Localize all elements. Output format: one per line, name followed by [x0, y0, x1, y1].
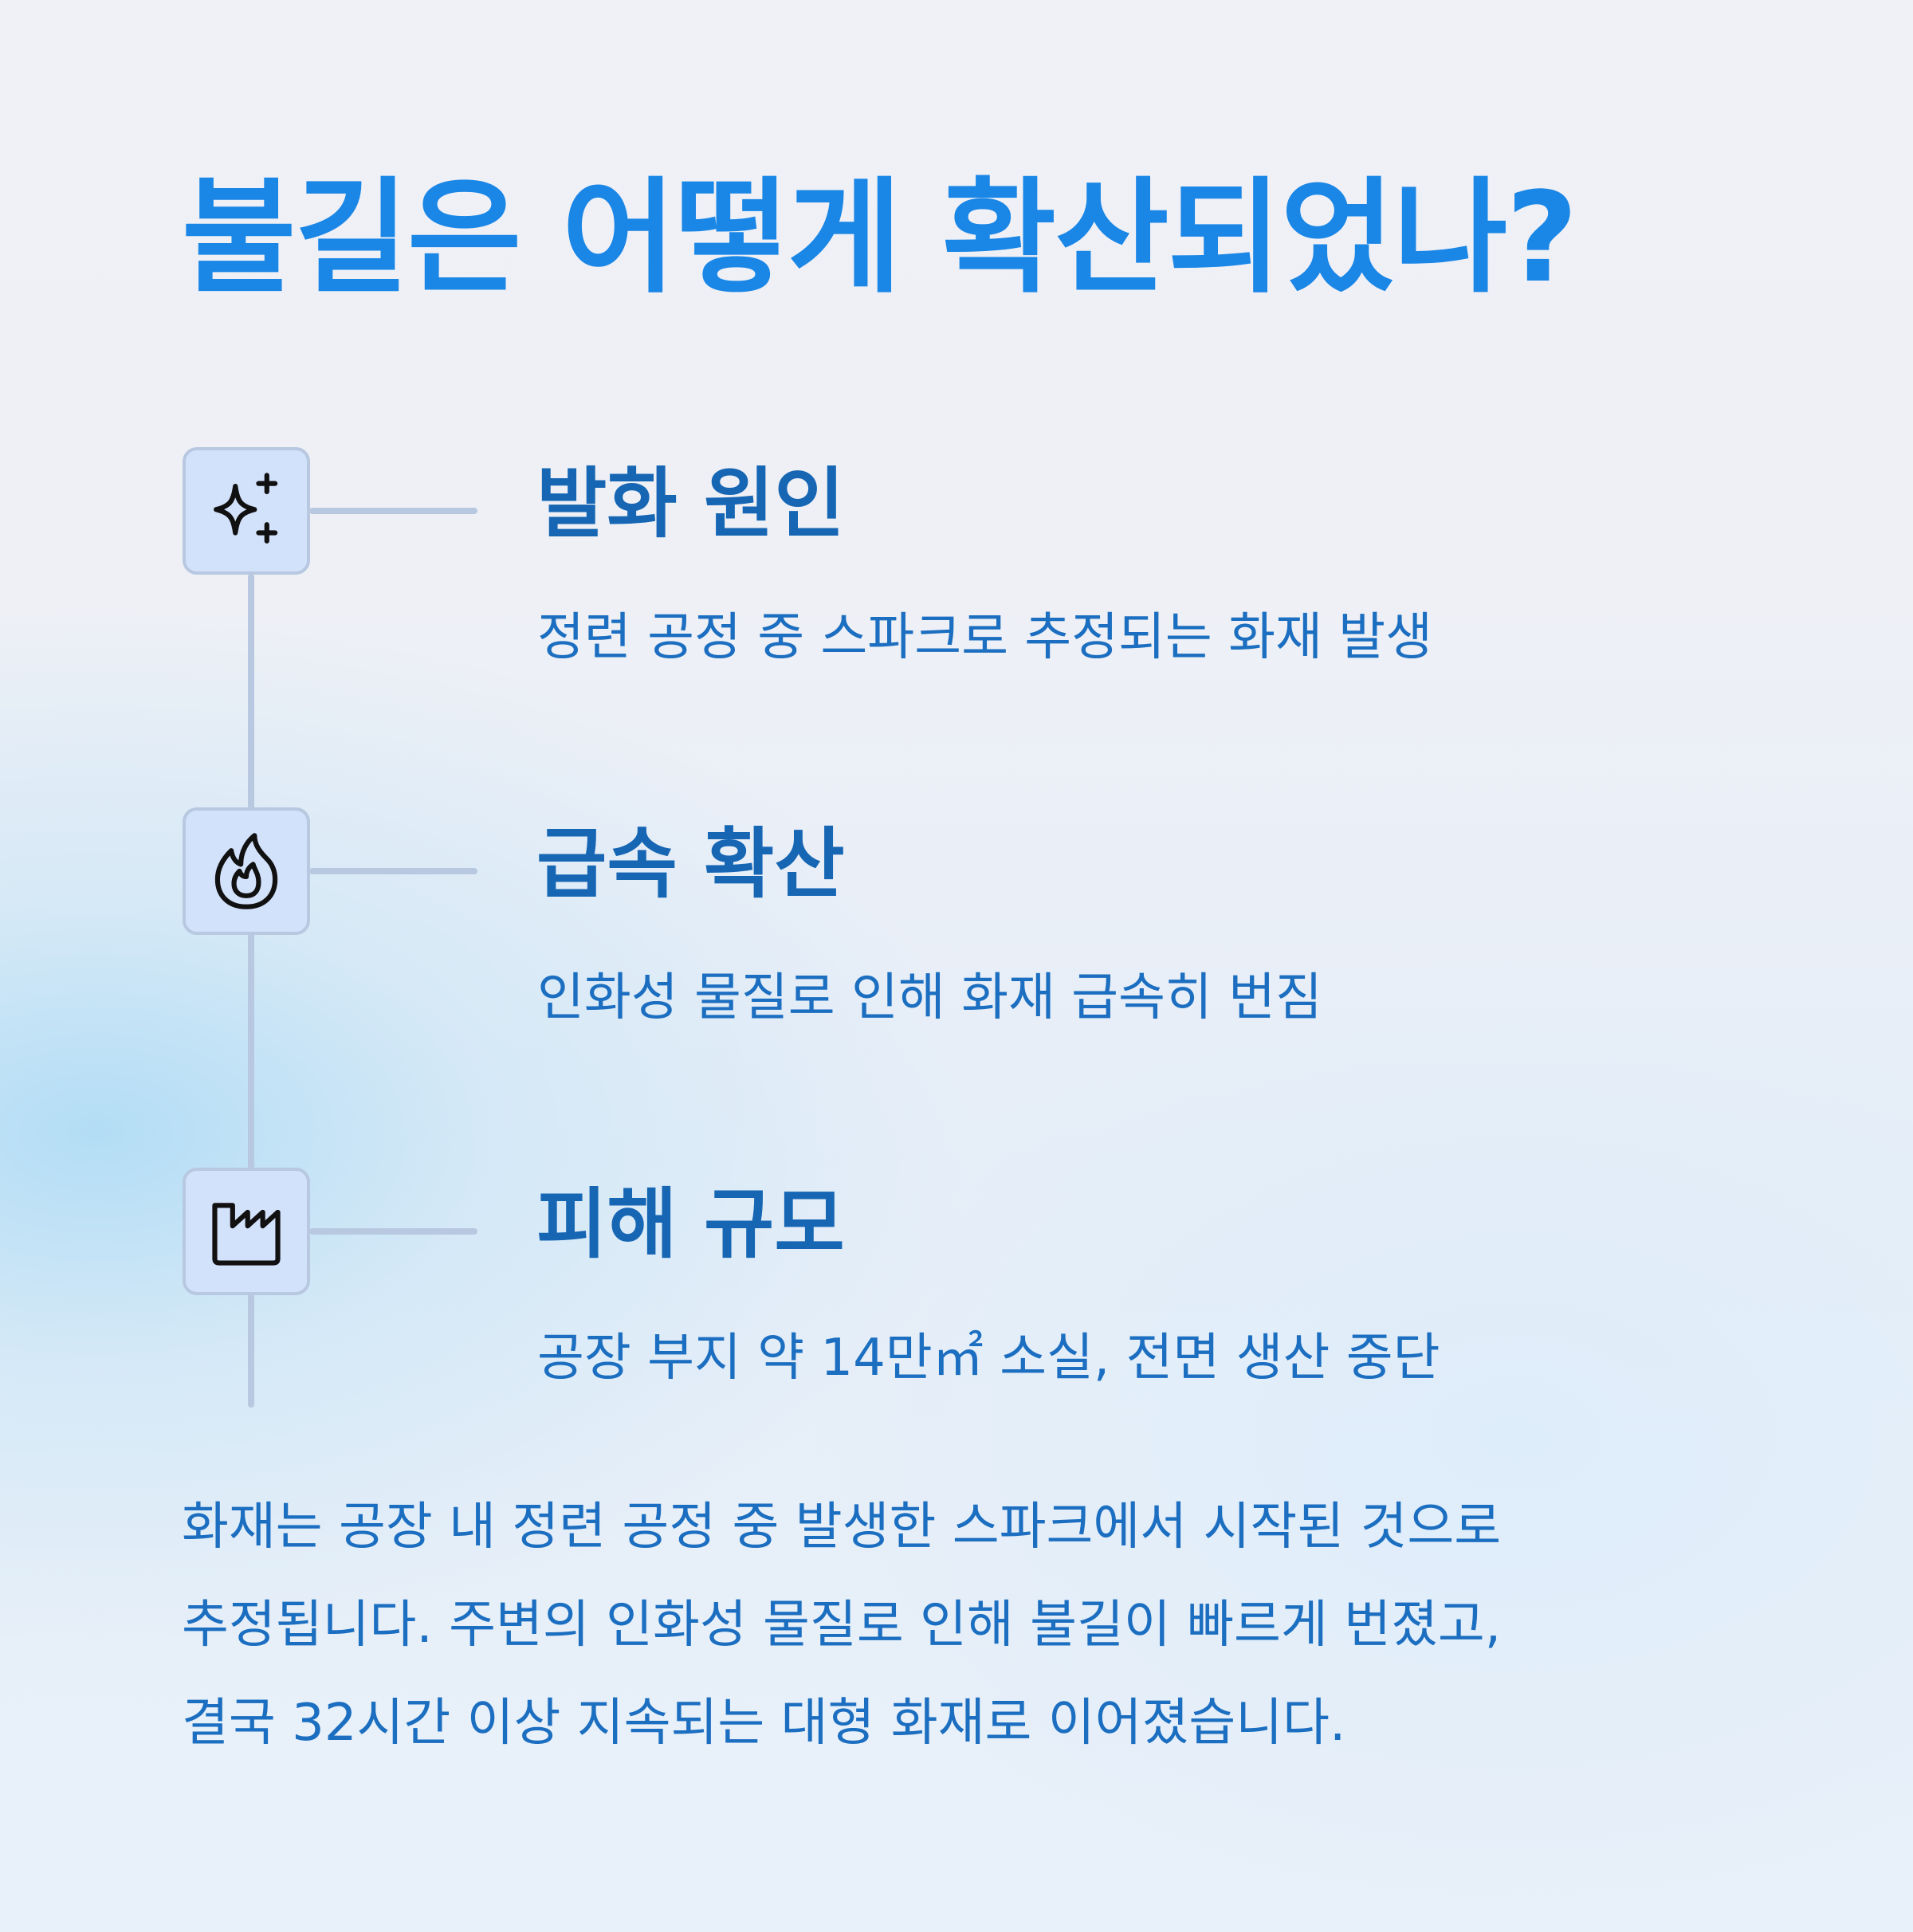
fire-icon: [214, 833, 278, 909]
factory-icon: [212, 1203, 281, 1266]
timeline-icon-box: [183, 807, 310, 935]
timeline-description: 정련 공정 중 스파크로 추정되는 화재 발생: [537, 608, 1433, 667]
summary-paragraph: 화재는 공장 내 정련 공정 중 발생한 스파크에서 시작된 것으로 추정됩니다…: [182, 1478, 1776, 1773]
timeline-connector: [309, 1228, 477, 1235]
timeline-icon-box: [183, 447, 310, 575]
timeline-line: [248, 574, 254, 1408]
summary-line: 결국 32시간 이상 지속되는 대형 화재로 이어졌습니다.: [182, 1694, 1346, 1753]
timeline-description: 공장 부지 약 14만㎡ 소실, 전면 생산 중단: [537, 1329, 1440, 1388]
timeline-connector: [309, 868, 477, 874]
timeline-heading: 피해 규모: [536, 1180, 845, 1269]
timeline-heading: 급속 확산: [536, 819, 845, 909]
page-title: 불길은 어떻게 확산되었나?: [182, 165, 1578, 310]
timeline-heading: 발화 원인: [536, 459, 845, 548]
summary-line: 추정됩니다. 주변의 인화성 물질로 인해 불길이 빠르게 번졌고,: [182, 1596, 1502, 1655]
timeline-description: 인화성 물질로 인해 화재 급속히 번짐: [537, 968, 1322, 1027]
timeline-connector: [309, 508, 477, 514]
summary-line: 화재는 공장 내 정련 공정 중 발생한 스파크에서 시작된 것으로: [182, 1498, 1502, 1557]
sparkles-icon: [214, 473, 278, 544]
timeline-icon-box: [183, 1168, 310, 1295]
